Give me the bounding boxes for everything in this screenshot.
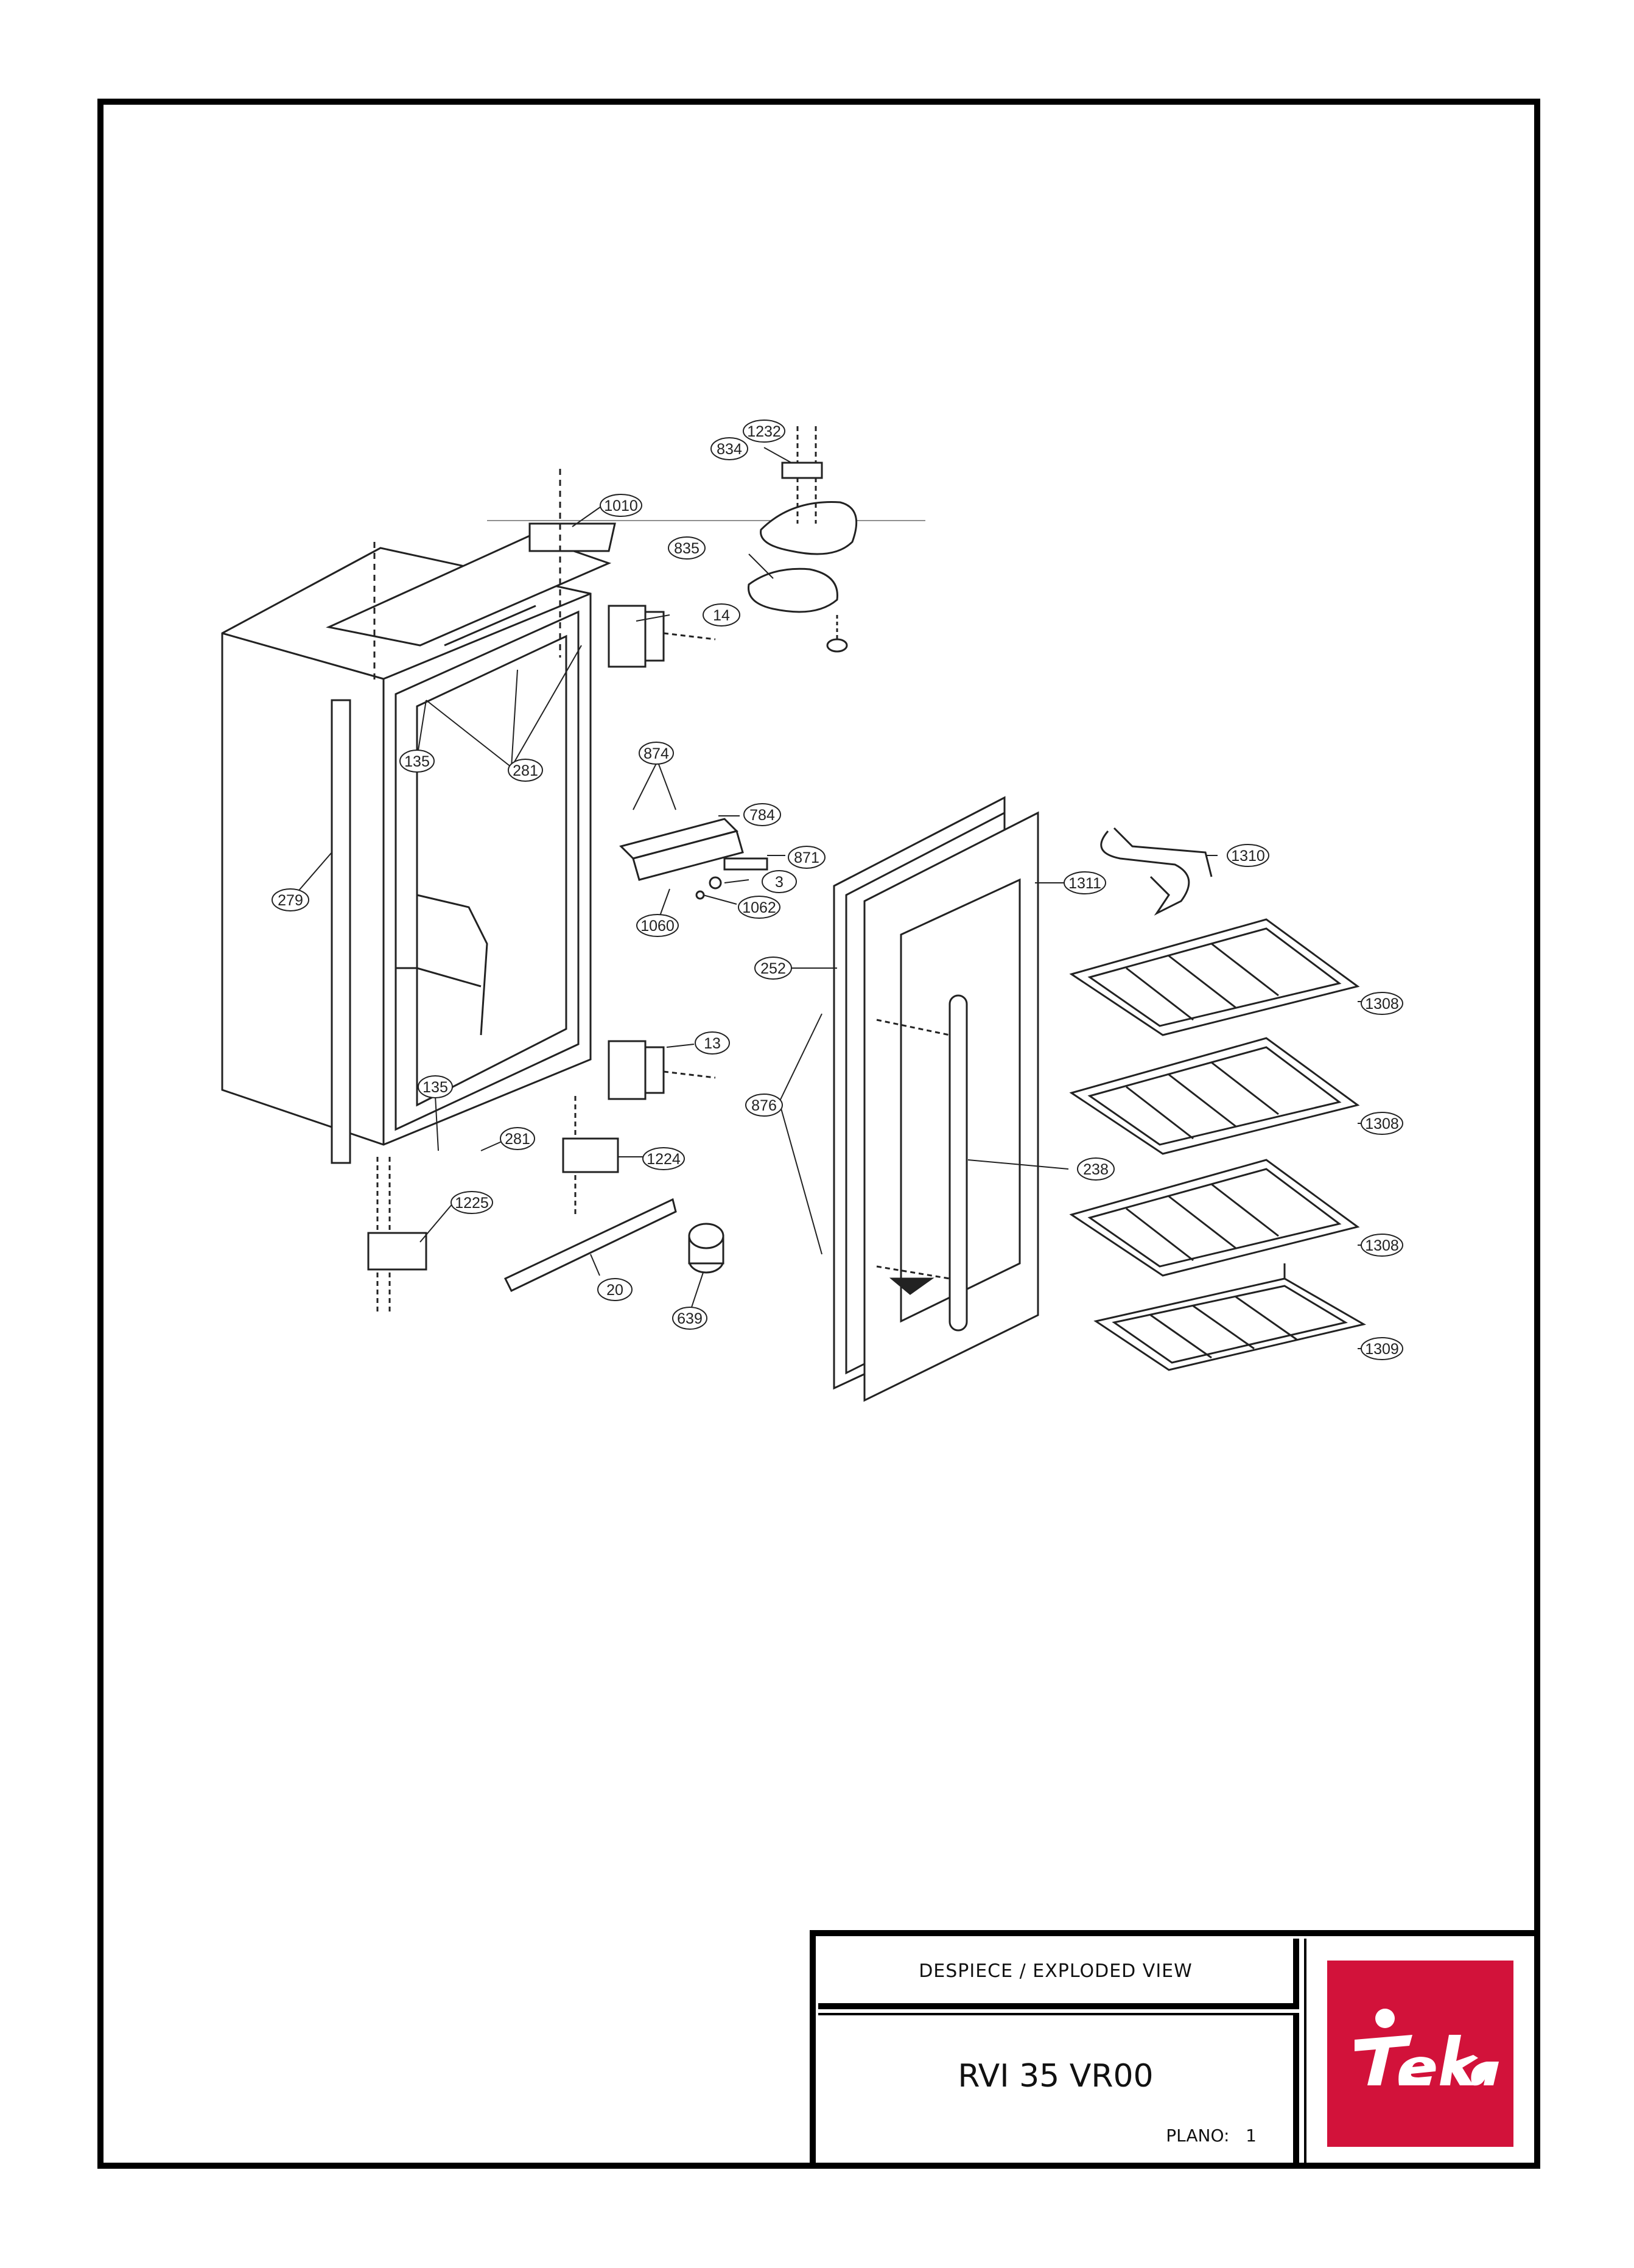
svg-text:238: 238 (1083, 1161, 1109, 1178)
callout-1062: 1062 (738, 896, 780, 919)
callout-14: 14 (703, 603, 740, 627)
callout-1311: 1311 (1064, 871, 1106, 894)
callout-1308-lower: 1308 (1361, 1234, 1403, 1257)
callout-20: 20 (597, 1278, 633, 1301)
teka-logo-mark (1355, 2009, 1499, 2086)
svg-text:135: 135 (404, 753, 430, 770)
svg-text:20: 20 (606, 1282, 623, 1299)
callout-1060: 1060 (636, 914, 679, 937)
svg-text:281: 281 (505, 1131, 530, 1148)
callout-834: 834 (710, 437, 748, 460)
svg-text:1308: 1308 (1365, 1237, 1399, 1254)
svg-text:834: 834 (717, 441, 742, 458)
callout-639: 639 (672, 1307, 707, 1330)
svg-text:1232: 1232 (747, 423, 781, 440)
callout-279: 279 (272, 888, 309, 911)
logo-cell (1304, 1939, 1535, 2163)
part-1310-wire-rack (1100, 827, 1213, 916)
shelf-1308-top (1069, 918, 1360, 1036)
title-block-border (810, 1930, 1540, 2169)
callout-1225: 1225 (451, 1191, 493, 1214)
callout-835: 835 (668, 536, 706, 560)
shelf-1308-middle (1069, 1037, 1360, 1155)
svg-text:639: 639 (677, 1310, 703, 1327)
callout-1232: 1232 (743, 420, 785, 443)
svg-text:1308: 1308 (1365, 1115, 1399, 1132)
svg-text:1311: 1311 (1068, 875, 1101, 892)
callout-135-top: 135 (399, 750, 435, 773)
callout-252: 252 (754, 957, 792, 980)
callout-1308-top: 1308 (1361, 992, 1403, 1015)
callout-281-bottom: 281 (500, 1127, 535, 1150)
svg-text:1309: 1309 (1365, 1341, 1399, 1358)
part-1225-foot (367, 1157, 427, 1315)
part-834-top-cover (760, 426, 858, 555)
callout-876: 876 (745, 1094, 783, 1117)
part-14-top-hinge (608, 605, 716, 668)
leader-lines (292, 447, 1364, 1349)
callout-281-top: 281 (508, 759, 543, 782)
svg-text:252: 252 (760, 960, 786, 977)
svg-text:1060: 1060 (640, 918, 675, 935)
svg-text:1310: 1310 (1231, 848, 1265, 865)
callout-3: 3 (762, 870, 797, 893)
title-block: DESPIECE / EXPLODED VIEW RVI 35 VR00 PLA… (810, 1930, 1540, 2169)
plano-row: PLANO: 1 (1166, 2126, 1257, 2146)
part-1224-foot (562, 1096, 619, 1215)
svg-text:1225: 1225 (455, 1195, 489, 1212)
svg-text:1308: 1308 (1365, 995, 1399, 1013)
description-cell: DESPIECE / EXPLODED VIEW (818, 1939, 1299, 2009)
callout-13: 13 (695, 1031, 730, 1055)
callout-1309: 1309 (1361, 1337, 1403, 1360)
callout-135-bottom: 135 (418, 1075, 453, 1098)
callout-784: 784 (743, 803, 781, 826)
shelf-1308-lower (1069, 1159, 1360, 1277)
svg-text:835: 835 (674, 540, 700, 557)
svg-text:871: 871 (794, 849, 819, 866)
door-assembly (833, 796, 1039, 1402)
callout-871: 871 (788, 846, 826, 869)
svg-text:281: 281 (513, 762, 538, 779)
svg-text:1010: 1010 (604, 497, 638, 514)
svg-text:1224: 1224 (647, 1151, 681, 1168)
callout-1010: 1010 (600, 494, 642, 517)
callout-238: 238 (1077, 1157, 1115, 1181)
part-639-cylinder (688, 1223, 724, 1274)
svg-text:1062: 1062 (742, 899, 776, 916)
svg-text:135: 135 (423, 1079, 448, 1096)
callout-1310: 1310 (1227, 844, 1269, 867)
callout-1308-middle: 1308 (1361, 1112, 1403, 1135)
plano-number: 1 (1246, 2126, 1257, 2146)
part-13-bottom-hinge (608, 1040, 716, 1100)
svg-text:876: 876 (751, 1097, 777, 1114)
part-784-bracket (619, 818, 768, 900)
model-number: RVI 35 VR00 (958, 2058, 1154, 2094)
part-20-rail (503, 1198, 677, 1292)
callout-1224: 1224 (642, 1147, 685, 1170)
callout-874: 874 (639, 742, 674, 765)
model-cell: RVI 35 VR00 PLANO: 1 (818, 2013, 1299, 2163)
shelf-1309-bottom (1093, 1263, 1367, 1371)
svg-text:14: 14 (713, 607, 730, 624)
svg-text:3: 3 (775, 874, 784, 891)
svg-text:874: 874 (643, 745, 669, 762)
teka-logo (1327, 1961, 1513, 2147)
drawing-frame (97, 99, 1540, 2169)
svg-text:279: 279 (278, 892, 303, 909)
cabinet-body (221, 535, 612, 1164)
drawing-description: DESPIECE / EXPLODED VIEW (919, 1960, 1193, 1982)
svg-text:13: 13 (704, 1035, 721, 1052)
svg-text:784: 784 (749, 807, 775, 824)
callout-labels: 1232 834 1010 835 14 135 281 874 784 871… (272, 420, 1403, 1360)
plano-label: PLANO: (1166, 2126, 1230, 2146)
part-1010-bracket (373, 469, 925, 682)
part-835-cover (748, 567, 848, 653)
